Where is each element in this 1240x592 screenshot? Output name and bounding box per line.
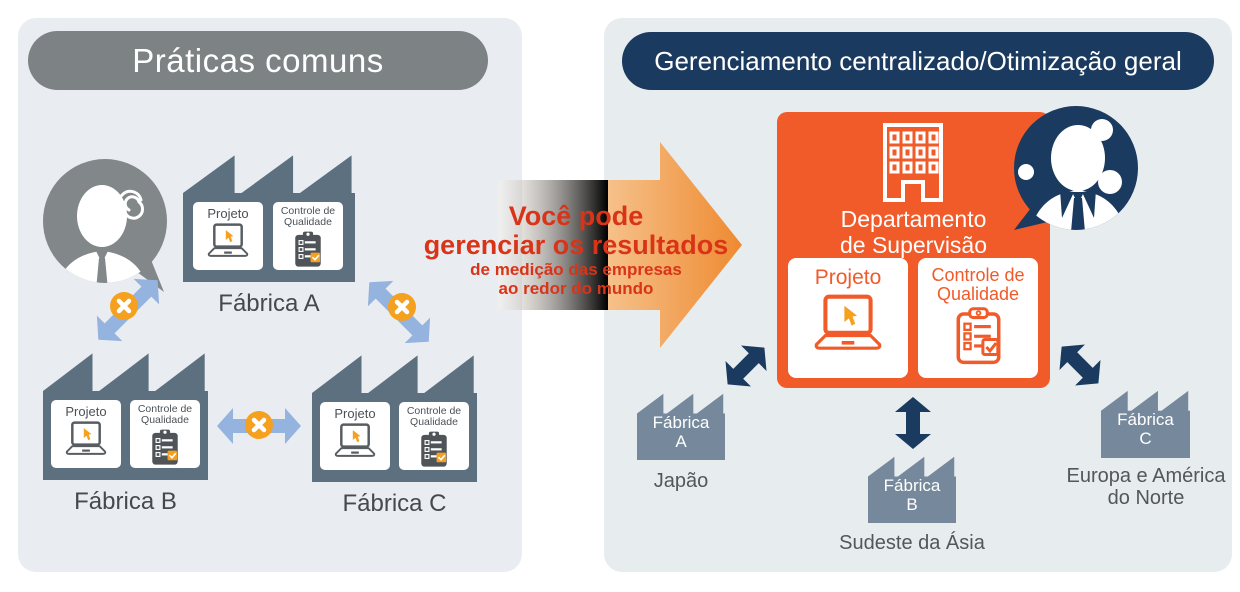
laptop-icon (332, 423, 378, 457)
blocked-x-icon (110, 292, 138, 320)
factory-a-small: Fábrica A (637, 392, 725, 460)
project-card-label: Projeto (814, 266, 882, 289)
headline-line1: Você pode (508, 201, 644, 231)
factory-c-small-label: Fábrica C (1117, 410, 1174, 448)
headline-line2: gerenciar os resultados (423, 230, 729, 260)
project-card: Projeto (320, 402, 390, 470)
center-headline: Você pode gerenciar os resultados de med… (420, 201, 732, 299)
region-label-japan: Japão (653, 470, 709, 492)
headline-sub1: de medição das empresas (470, 260, 682, 279)
link-arrow-hq-b-icon (895, 397, 931, 449)
right-panel: Gerenciamento centralizado/Otimização ge… (604, 18, 1232, 572)
factory-a-small-label: Fábrica A (652, 413, 710, 451)
region-label-europe-na: Europa e América do Norte (1066, 465, 1226, 509)
factory-b-small-label: Fábrica B (883, 476, 941, 514)
factory-c-small: Fábrica C (1101, 389, 1190, 458)
left-panel-title: Práticas comuns (28, 31, 488, 90)
project-card-label: Projeto (65, 404, 107, 419)
clipboard-icon (151, 429, 179, 466)
project-card-label: Projeto (207, 206, 249, 221)
supervision-box: Departamento de Supervisão Projeto Contr… (777, 112, 1050, 388)
blocked-x-icon (245, 411, 273, 439)
factory-b-small: Fábrica B (868, 455, 956, 523)
supervisor-avatar-icon (1014, 106, 1138, 230)
transition-arrow-icon (498, 142, 742, 348)
laptop-icon (205, 223, 251, 257)
factory-b-label: Fábrica B (74, 488, 177, 515)
region-label-sea: Sudeste da Ásia (839, 532, 985, 554)
laptop-icon (810, 294, 886, 350)
blocked-x-icon (388, 293, 416, 321)
right-panel-title: Gerenciamento centralizado/Otimização ge… (622, 32, 1214, 90)
supervision-dept-label: Departamento de Supervisão (839, 206, 988, 258)
clipboard-icon (294, 231, 322, 268)
project-card: Projeto (193, 202, 263, 270)
building-icon (883, 123, 943, 202)
confused-person-icon (43, 159, 167, 292)
factory-c-label: Fábrica C (342, 490, 447, 517)
clipboard-icon (420, 431, 448, 468)
factory-a-label: Fábrica A (218, 290, 320, 317)
headline-sub2: ao redor do mundo (498, 279, 654, 298)
laptop-icon (63, 421, 109, 455)
project-card: Projeto (51, 400, 121, 468)
clipboard-icon (955, 307, 1002, 365)
project-card: Projeto (788, 258, 908, 378)
project-card-label: Projeto (334, 406, 376, 421)
link-arrow-hq-c-icon (1049, 334, 1111, 396)
